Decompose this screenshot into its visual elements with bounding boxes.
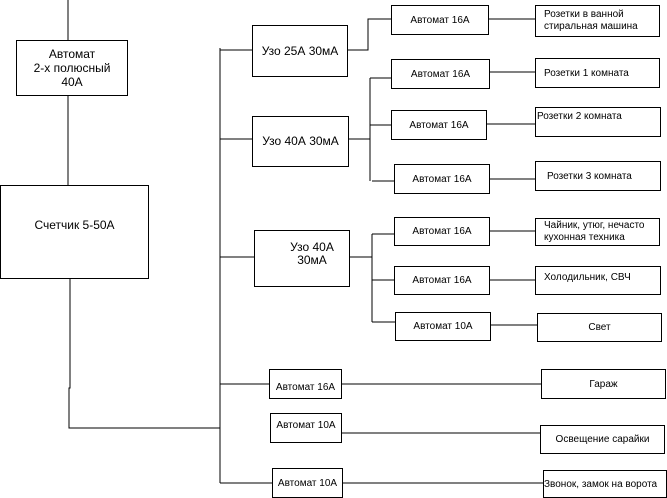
load-box-10: Звонок, замок на ворота: [543, 470, 667, 498]
breaker-box-8: Автомат 16А: [269, 369, 342, 399]
breaker-box-1: Автомат 16А: [391, 5, 489, 35]
load-label-7: Свет: [588, 322, 611, 333]
breaker-box-4: Автомат 16А: [394, 164, 490, 194]
rcd-box-1: Узо 25А 30мА: [252, 25, 348, 77]
rcd-label-3: Узо 40А 30мА: [290, 239, 334, 267]
load-box-3: Розетки 2 комната: [535, 107, 661, 137]
breaker-label-7: Автомат 10А: [413, 321, 473, 332]
load-label-9: Освещение сарайки: [555, 434, 650, 445]
breaker-label-3: Автомат 16А: [409, 119, 469, 131]
load-box-9: Освещение сарайки: [540, 425, 665, 454]
load-box-1: Розетки в ванной стиральная машина: [535, 5, 660, 37]
load-label-8: Гараж: [589, 378, 618, 390]
breaker-box-10: Автомат 10А: [272, 468, 343, 498]
breaker-label-8: Автомат 16А: [275, 381, 336, 393]
load-label-1: Розетки в ванной стиральная машина: [544, 9, 638, 32]
breaker-label-4: Автомат 16А: [412, 173, 472, 185]
breaker-box-5: Автомат 16А: [394, 217, 490, 246]
load-label-3: Розетки 2 комната: [537, 111, 622, 122]
breaker-label-2: Автомат 16А: [410, 68, 471, 80]
rcd1-branch: [347, 18, 391, 51]
breaker-label-9: Автомат 10А: [276, 419, 336, 431]
load-label-6: Холодильник, СВЧ: [544, 272, 631, 283]
load-box-4: Розетки 3 комната: [535, 161, 661, 191]
rcd-label-1: Узо 25А 30мА: [261, 43, 339, 58]
breaker-label-1: Автомат 16А: [410, 14, 470, 26]
load-label-4: Розетки 3 комната: [547, 170, 632, 182]
rcd-box-3: Узо 40А 30мА: [254, 230, 350, 287]
meter-label: Счетчик 5-50А: [34, 217, 115, 232]
breaker-box-3: Автомат 16А: [391, 110, 487, 140]
breaker-box-6: Автомат 16А: [394, 266, 490, 295]
main-breaker-label: Автомат 2-х полюсный 40А: [33, 47, 111, 89]
load-box-8: Гараж: [541, 369, 666, 399]
load-box-7: Свет: [537, 313, 662, 342]
breaker-label-10: Автомат 10А: [277, 477, 338, 489]
load-label-5: Чайник, утюг, нечасто кухонная техника: [544, 220, 645, 243]
load-label-2: Розетки 1 комната: [544, 67, 629, 79]
breaker-box-2: Автомат 16А: [391, 59, 490, 89]
load-box-2: Розетки 1 комната: [535, 58, 660, 88]
rcd-label-2: Узо 40А 30мА: [262, 134, 339, 148]
load-box-6: Холодильник, СВЧ: [535, 266, 661, 295]
load-label-10: Звонок, замок на ворота: [544, 478, 658, 490]
breaker-label-5: Автомат 16А: [412, 226, 472, 237]
breaker-box-7: Автомат 10А: [395, 312, 491, 341]
breaker-box-9: Автомат 10А: [270, 413, 342, 443]
breaker-label-6: Автомат 16А: [412, 275, 472, 286]
rcd-box-2: Узо 40А 30мА: [252, 116, 349, 167]
meter-bus-wire: [68, 278, 220, 429]
main-breaker-box: Автомат 2-х полюсный 40А: [16, 40, 128, 96]
meter-box: Счетчик 5-50А: [0, 185, 149, 279]
load-box-5: Чайник, утюг, нечасто кухонная техника: [535, 218, 660, 246]
